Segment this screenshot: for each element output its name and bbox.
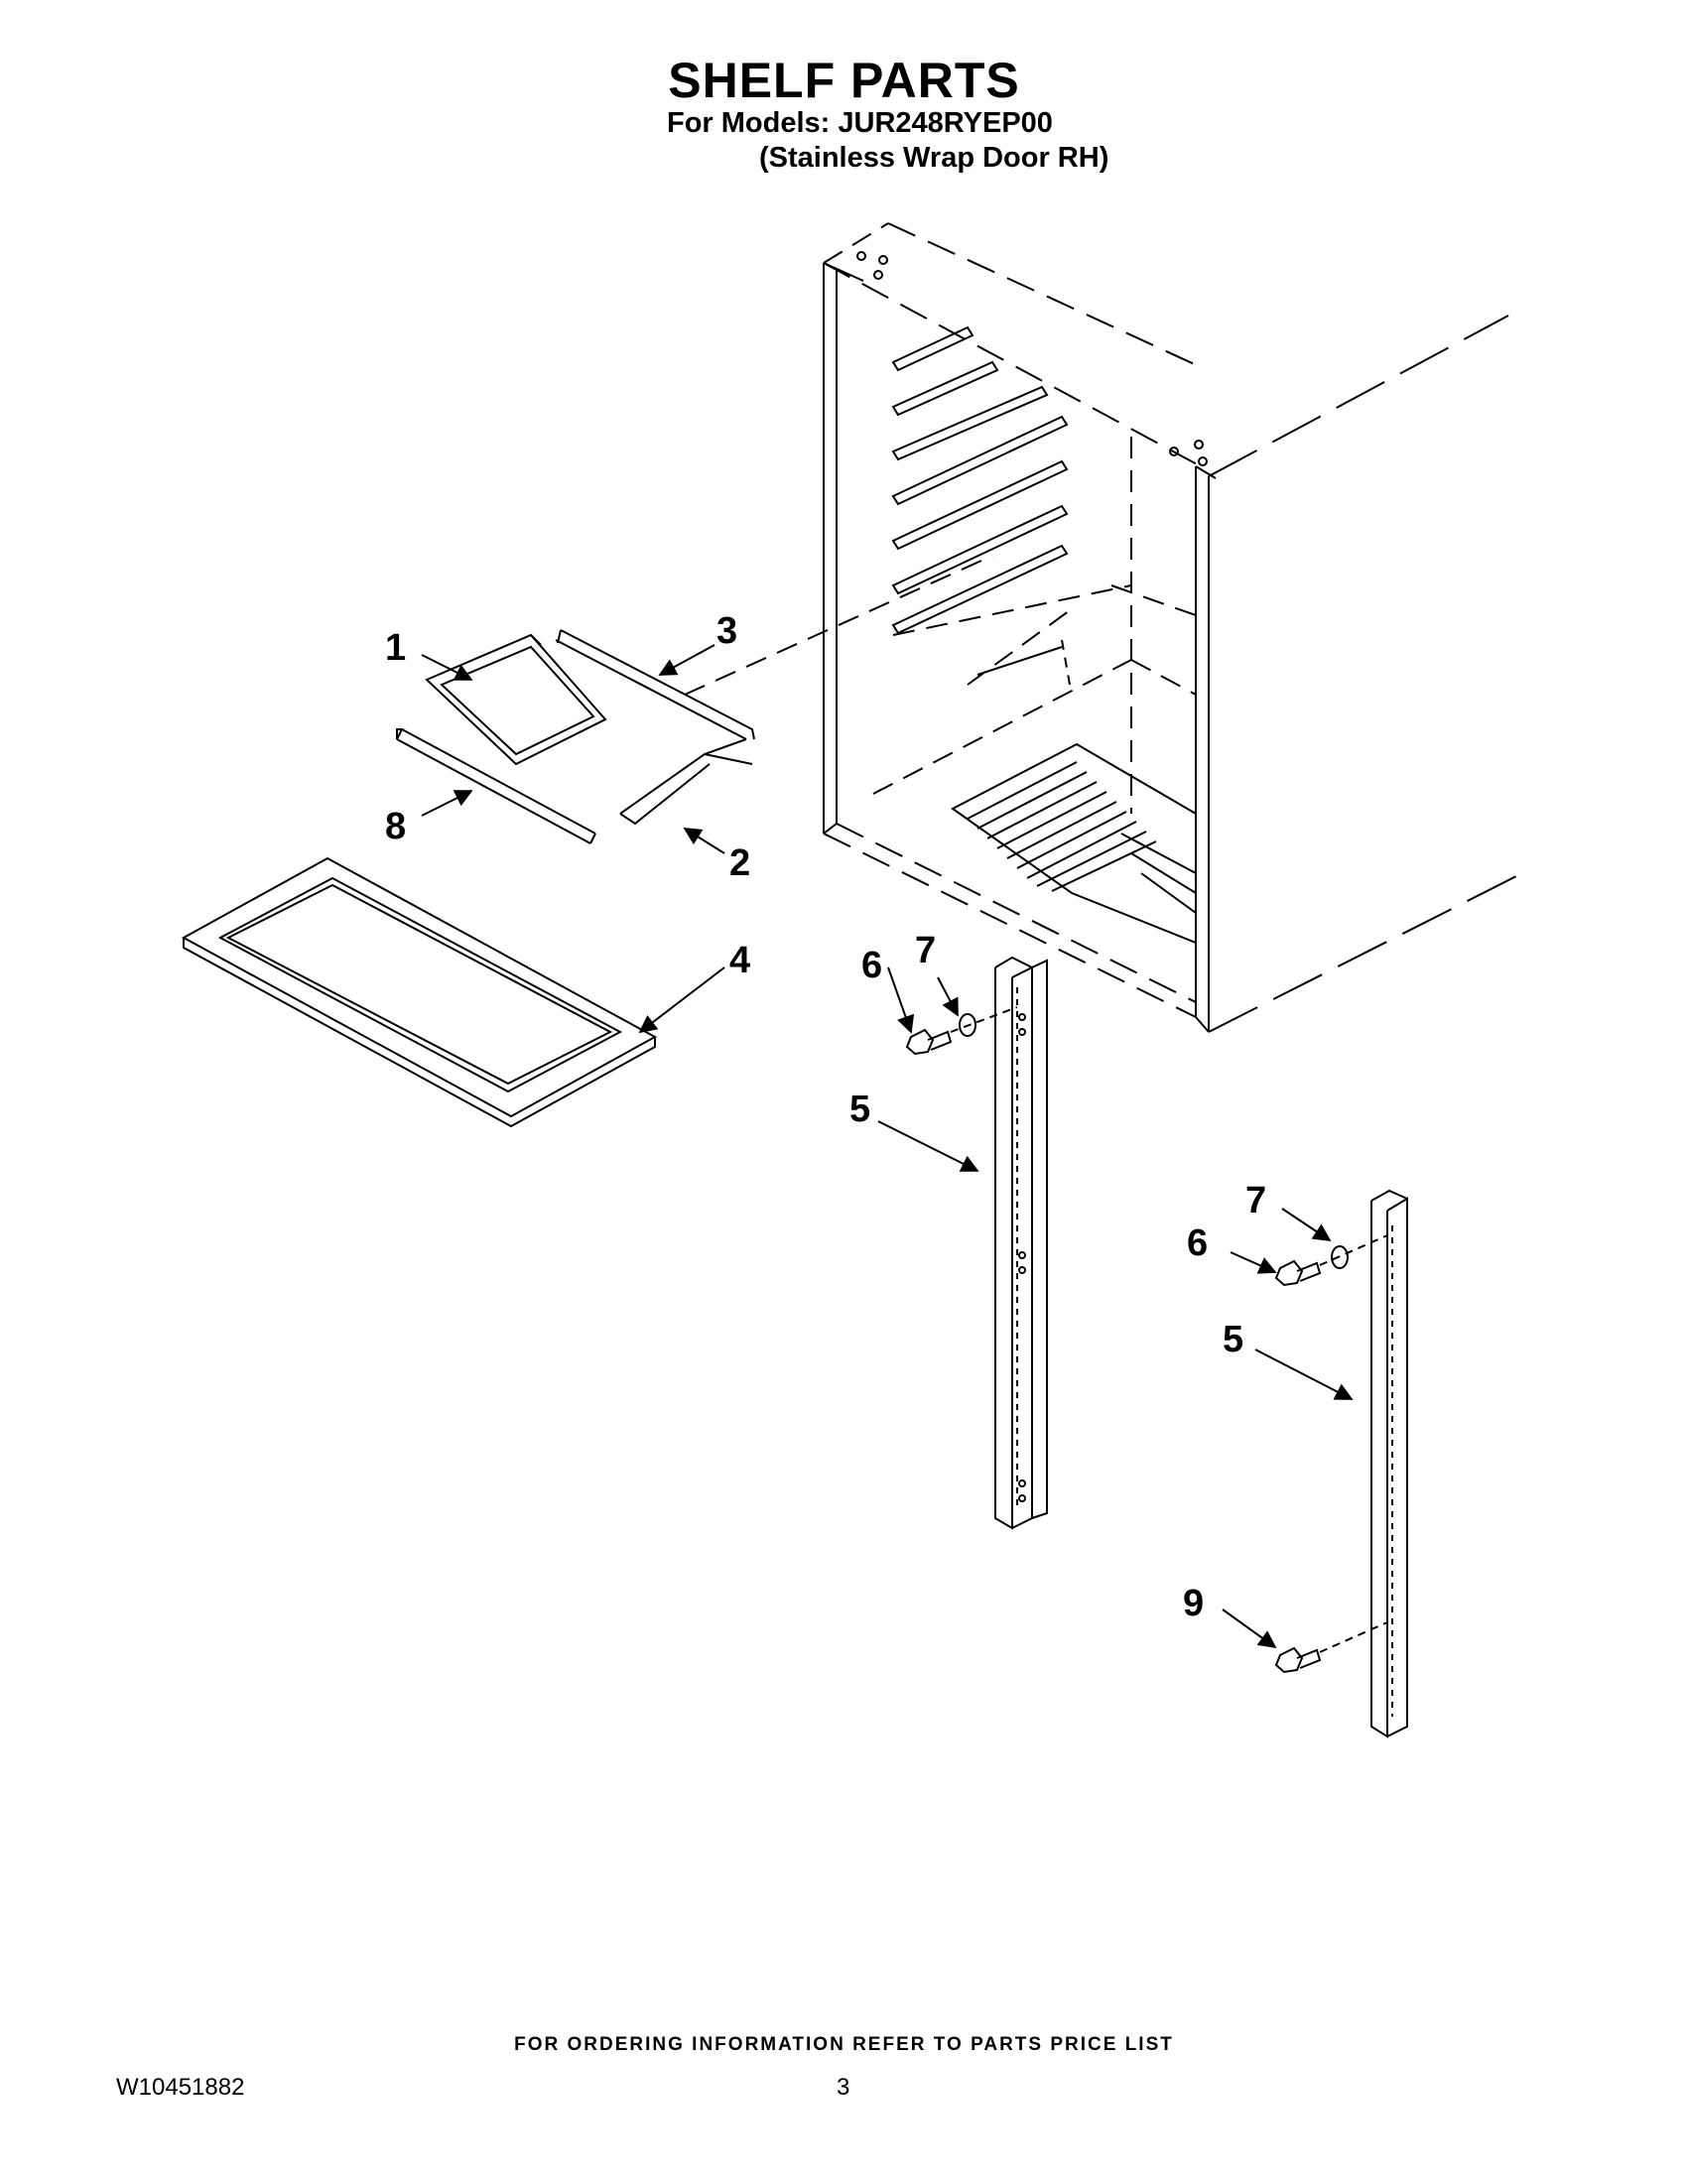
shelf-glass-cover [181,856,658,1128]
callout-8: 8 [385,806,406,847]
arrow-7a [937,976,959,1017]
callout-3: 3 [716,610,737,652]
page-number: 3 [837,2074,850,2101]
screw-washer-right [1274,1234,1388,1287]
arrow-5a [877,1120,979,1172]
screw-bottom [1274,1621,1388,1674]
arrow-8 [421,790,473,817]
callout-2: 2 [729,842,750,884]
arrow-9 [1222,1608,1277,1649]
cabinet-liner [823,222,1519,1033]
arrow-4 [638,966,725,1034]
arrow-6b [1230,1251,1277,1274]
arrow-6a [887,966,915,1034]
model-line: For Models: JUR248RYEP00 [667,107,1053,139]
arrow-3 [658,644,715,676]
callout-9: 9 [1183,1583,1204,1624]
callout-1: 1 [385,627,406,669]
callout-4: 4 [729,940,750,981]
arrow-7b [1281,1208,1332,1241]
shelf-slots [891,325,1069,635]
callout-7b: 7 [1245,1180,1266,1221]
callout-5b: 5 [1223,1319,1243,1360]
callout-6b: 6 [1187,1222,1208,1264]
callout-5a: 5 [849,1089,870,1130]
arrow-5b [1254,1349,1354,1400]
screw-washer-left [905,1006,1018,1056]
arrow-1 [421,654,473,681]
shelf-assembly [396,629,755,844]
page-title: SHELF PARTS [668,53,1020,108]
arrow-2 [683,828,725,854]
callout-7a: 7 [915,930,936,971]
ordering-note: FOR ORDERING INFORMATION REFER TO PARTS … [514,2034,1174,2055]
callout-6a: 6 [861,945,882,986]
variant-line: (Stainless Wrap Door RH) [759,142,1109,174]
document-number: W10451882 [116,2074,245,2101]
floor-vent-grille [951,742,1197,945]
shelf-connector-line [684,555,993,696]
ladder-rail-left [994,956,1048,1530]
ladder-rail-right [1370,1189,1408,1738]
